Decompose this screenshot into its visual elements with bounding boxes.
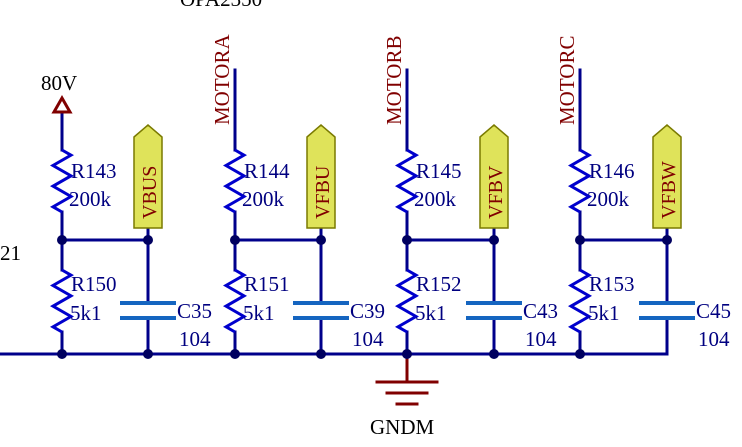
junction-dot: [316, 235, 326, 245]
resistor-top: [567, 148, 593, 214]
divider-channel: [394, 124, 522, 359]
motor-label: MOTORB: [382, 36, 406, 125]
junction-dot: [489, 235, 499, 245]
resistor-top-designator: R143: [71, 159, 117, 183]
port-flag: [133, 124, 163, 229]
resistor-bottom-designator: R151: [244, 272, 290, 296]
capacitor-value: 104: [698, 327, 730, 351]
capacitor-value: 104: [179, 327, 211, 351]
port-label: VFBU: [312, 165, 334, 219]
motor-label: MOTORC: [555, 36, 579, 125]
junction-dot: [230, 235, 240, 245]
ground-label: GNDM: [370, 415, 434, 439]
resistor-bottom: [222, 268, 248, 334]
port-label: VFBW: [658, 161, 680, 219]
resistor-top-designator: R146: [589, 159, 635, 183]
resistor-bottom-value: 5k1: [243, 301, 275, 325]
capacitor-designator: C35: [177, 299, 212, 323]
resistor-top: [49, 148, 75, 214]
resistor-bottom: [567, 268, 593, 334]
labels-layer: OPA2350 21 80V GNDM R143 200k VBUS R150 5k1 C…: [0, 0, 731, 439]
junction-dot: [662, 235, 672, 245]
junction-dot: [575, 235, 585, 245]
resistor-bottom-value: 5k1: [70, 301, 102, 325]
motor-label: MOTORA: [210, 34, 234, 125]
junction-dot: [489, 349, 499, 359]
resistor-bottom-designator: R150: [71, 272, 117, 296]
capacitor-value: 104: [352, 327, 384, 351]
port-label: VBUS: [139, 166, 161, 219]
left-partial-label: 21: [0, 241, 21, 265]
junction-dot: [402, 235, 412, 245]
top-partial-label: OPA2350: [180, 0, 262, 11]
junction-dot: [143, 349, 153, 359]
resistor-top-value: 200k: [69, 187, 112, 211]
resistor-bottom: [49, 268, 75, 334]
resistor-top-value: 200k: [242, 187, 285, 211]
divider-channel: [49, 124, 176, 359]
port-flag: [652, 124, 682, 229]
resistor-top-designator: R145: [416, 159, 462, 183]
components-layer: [49, 94, 695, 406]
supply-arrow-icon: [51, 94, 73, 114]
capacitor-designator: C43: [523, 299, 558, 323]
resistor-bottom-value: 5k1: [588, 301, 620, 325]
port-flag: [306, 124, 336, 229]
capacitor-designator: C39: [350, 299, 385, 323]
divider-channel: [567, 124, 695, 359]
junction-dot: [143, 235, 153, 245]
resistor-bottom: [394, 268, 420, 334]
junction-dot: [316, 349, 326, 359]
resistor-bottom-designator: R153: [589, 272, 635, 296]
junction-dot: [57, 349, 67, 359]
resistor-top: [394, 148, 420, 214]
port-flag: [479, 124, 509, 229]
junction-dot: [57, 235, 67, 245]
resistor-top-designator: R144: [244, 159, 290, 183]
capacitor-value: 104: [525, 327, 557, 351]
junction-dot: [575, 349, 585, 359]
resistor-top-value: 200k: [414, 187, 457, 211]
resistor-top: [222, 148, 248, 214]
divider-channel: [222, 124, 349, 359]
resistor-bottom-designator: R152: [416, 272, 462, 296]
resistor-top-value: 200k: [587, 187, 630, 211]
capacitor-designator: C45: [696, 299, 731, 323]
supply-label: 80V: [41, 71, 77, 95]
port-label: VFBV: [485, 165, 507, 219]
junction-dot: [230, 349, 240, 359]
resistor-bottom-value: 5k1: [415, 301, 447, 325]
junction-dot: [402, 349, 412, 359]
